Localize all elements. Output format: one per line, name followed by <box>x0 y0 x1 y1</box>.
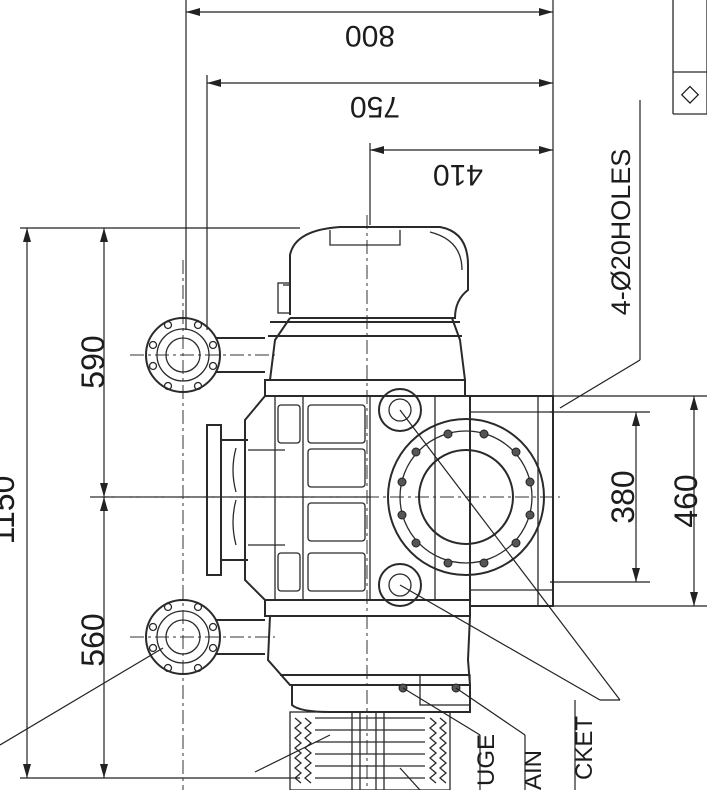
main-round-flange <box>378 388 545 607</box>
holes-callout: 4-Ø20HOLES <box>559 100 641 409</box>
symbol-box: ◇ <box>672 0 707 115</box>
gauge-label: UGE <box>473 734 500 786</box>
side-flange <box>206 424 285 576</box>
bracket-label: CKET <box>571 716 598 780</box>
bottom-callouts: UGE AIN CKET <box>0 409 621 790</box>
spring-assembly <box>289 711 451 790</box>
dim-1150-label: 1150 <box>0 476 21 545</box>
dim-380-label: 380 <box>605 470 641 523</box>
pump-body <box>244 226 472 713</box>
centerlines <box>90 215 560 790</box>
dim-590-label: 590 <box>75 335 111 388</box>
lower-pipe-flange <box>145 599 265 675</box>
dim-560-label: 560 <box>75 613 111 666</box>
base-plate <box>469 395 554 607</box>
dim-410-label: 410 <box>433 158 483 191</box>
dim-800-label: 800 <box>345 19 395 52</box>
upper-pipe-flange <box>145 317 265 393</box>
dim-460-label: 460 <box>668 474 704 527</box>
holes-callout-label: 4-Ø20HOLES <box>606 149 636 316</box>
drain-label: AIN <box>520 750 547 790</box>
right-dimensions: 380 460 <box>550 395 707 607</box>
diamond-symbol: ◇ <box>681 80 700 107</box>
top-dimensions: 800 750 410 <box>185 0 554 400</box>
dim-750-label: 750 <box>350 90 400 123</box>
